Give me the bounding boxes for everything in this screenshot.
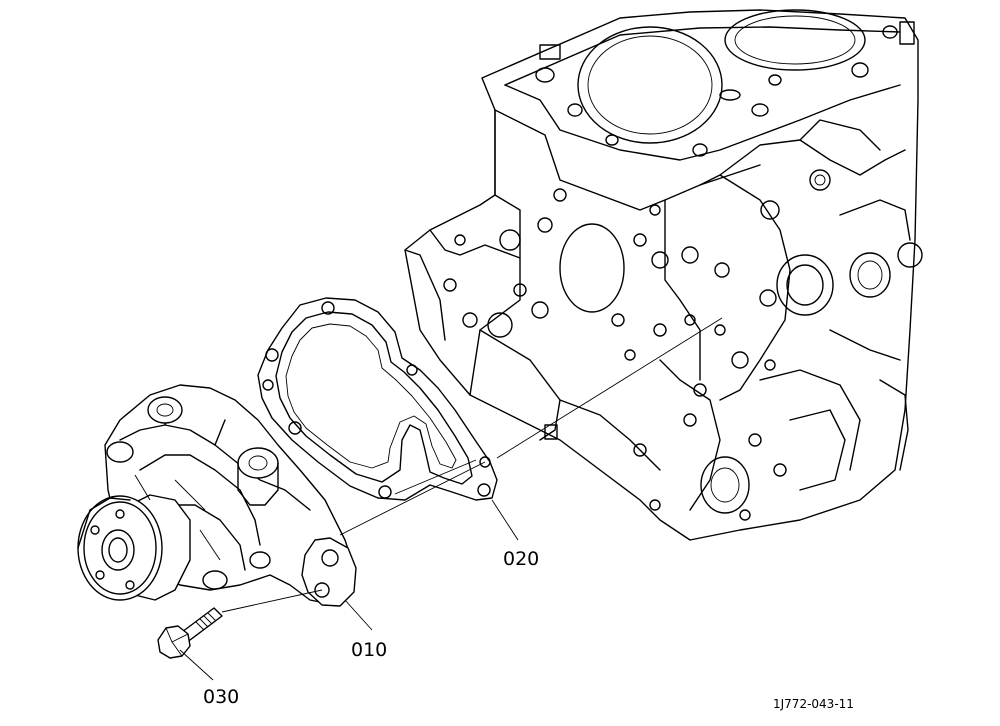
part-number-030: 030 (203, 686, 239, 708)
part-number-010: 010 (351, 639, 387, 661)
bolt (157, 607, 223, 659)
engine-block (404, 9, 923, 541)
assembly-lines (221, 317, 723, 613)
leader-lines (179, 499, 519, 681)
part-number-020: 020 (503, 548, 539, 570)
illustration-code: 1J772-043-11 (773, 697, 854, 711)
gasket (257, 297, 498, 501)
water-pump (77, 384, 357, 607)
